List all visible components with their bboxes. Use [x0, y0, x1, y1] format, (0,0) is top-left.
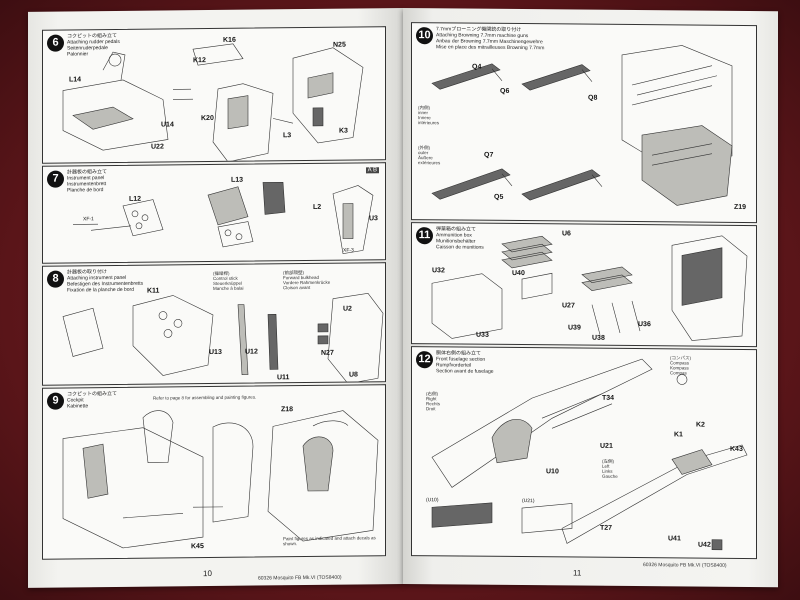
part-label: K12: [193, 57, 206, 65]
part-label: K43: [730, 445, 743, 453]
step-12-panel: 12 胴体右側の組み立て Front fuselage section Rump…: [411, 346, 757, 560]
part-label: K1: [674, 431, 683, 439]
cockpit-floor-drawing: [62, 43, 364, 163]
part-label: U40: [512, 269, 525, 278]
part-label: Q5: [494, 193, 504, 201]
part-label: U41: [668, 535, 681, 543]
instrument-panel-drawing: [73, 181, 374, 254]
part-label: Q6: [500, 87, 510, 95]
part-label: U12: [245, 348, 258, 356]
part-label: U11: [277, 374, 290, 382]
paint-code: XF-1: [83, 216, 94, 223]
part-label: Q8: [588, 94, 598, 102]
part-label: U2: [343, 305, 352, 313]
machine-gun-drawing: [431, 45, 733, 206]
left-page-footer: 60326 Mosquito FB Mk.VI (TOS8400): [258, 574, 342, 582]
step-11-panel: 11 弾薬箱の組み立て Ammunition box Munitionsbehä…: [411, 222, 757, 348]
part-label: N27: [321, 349, 334, 357]
instrument-panel-attach-drawing: [62, 293, 384, 384]
part-label: U36: [638, 321, 651, 329]
part-label: U38: [592, 334, 605, 342]
step-6-panel: 6 コクピットの組み立て Attaching rudder pedals Sei…: [42, 26, 386, 164]
part-label: U21: [600, 442, 613, 450]
part-label: K11: [147, 287, 160, 295]
step-9-panel: 9 コクピットの組み立て Cockpit Kabinette Refer to …: [42, 384, 386, 560]
part-label: Z18: [281, 406, 294, 414]
step-7-panel: 7 計器板の組み立て Instrument panel Instrumenten…: [42, 162, 386, 264]
right-page: 10 7.7mmブローニング機関銃の取り付け Attaching Brownin…: [403, 8, 778, 588]
part-label: U8: [349, 371, 358, 379]
part-label: U14: [161, 121, 174, 129]
left-page: 6 コクピットの組み立て Attaching rudder pedals Sei…: [28, 8, 403, 588]
instruction-booklet: 6 コクピットの組み立て Attaching rudder pedals Sei…: [28, 8, 778, 588]
paint-code: XF-3: [343, 247, 354, 254]
ammunition-box-drawing: [431, 235, 748, 341]
part-label: T34: [602, 394, 615, 402]
part-label: K3: [339, 127, 348, 135]
right-page-footer: 60326 Mosquito FB Mk.VI (TOS8400): [643, 562, 727, 569]
cockpit-assembly-drawing: [62, 410, 379, 549]
part-label: L14: [69, 76, 82, 84]
part-label: Z19: [734, 203, 747, 211]
part-label: K45: [191, 543, 204, 551]
part-label: K2: [696, 421, 705, 429]
part-label: T27: [600, 524, 613, 532]
part-label: U33: [476, 331, 489, 339]
part-label: K16: [223, 36, 236, 44]
part-label: L12: [129, 195, 142, 203]
part-label: N25: [333, 41, 346, 49]
step-8-panel: 8 計器板の取り付け Attaching instrument panel Be…: [42, 262, 386, 386]
part-label: Q7: [484, 151, 494, 159]
part-label: K20: [201, 114, 214, 123]
part-label: U39: [568, 324, 581, 332]
part-label: U42: [698, 541, 711, 549]
part-label: U10: [546, 468, 559, 476]
left-page-number: 10: [203, 569, 212, 579]
part-label: U27: [562, 302, 575, 310]
part-label: L2: [313, 203, 322, 211]
fuselage-drawing: [431, 358, 748, 551]
step-10-panel: 10 7.7mmブローニング機関銃の取り付け Attaching Brownin…: [411, 22, 757, 224]
part-label: U22: [151, 143, 164, 151]
part-label: L13: [231, 176, 244, 184]
part-label: U6: [562, 230, 571, 238]
part-label: U3: [369, 215, 378, 223]
part-label: Q4: [472, 63, 482, 71]
part-label: L3: [283, 132, 292, 140]
right-page-number: 11: [573, 568, 582, 578]
part-label: U32: [432, 267, 445, 275]
part-label: U13: [209, 348, 222, 357]
